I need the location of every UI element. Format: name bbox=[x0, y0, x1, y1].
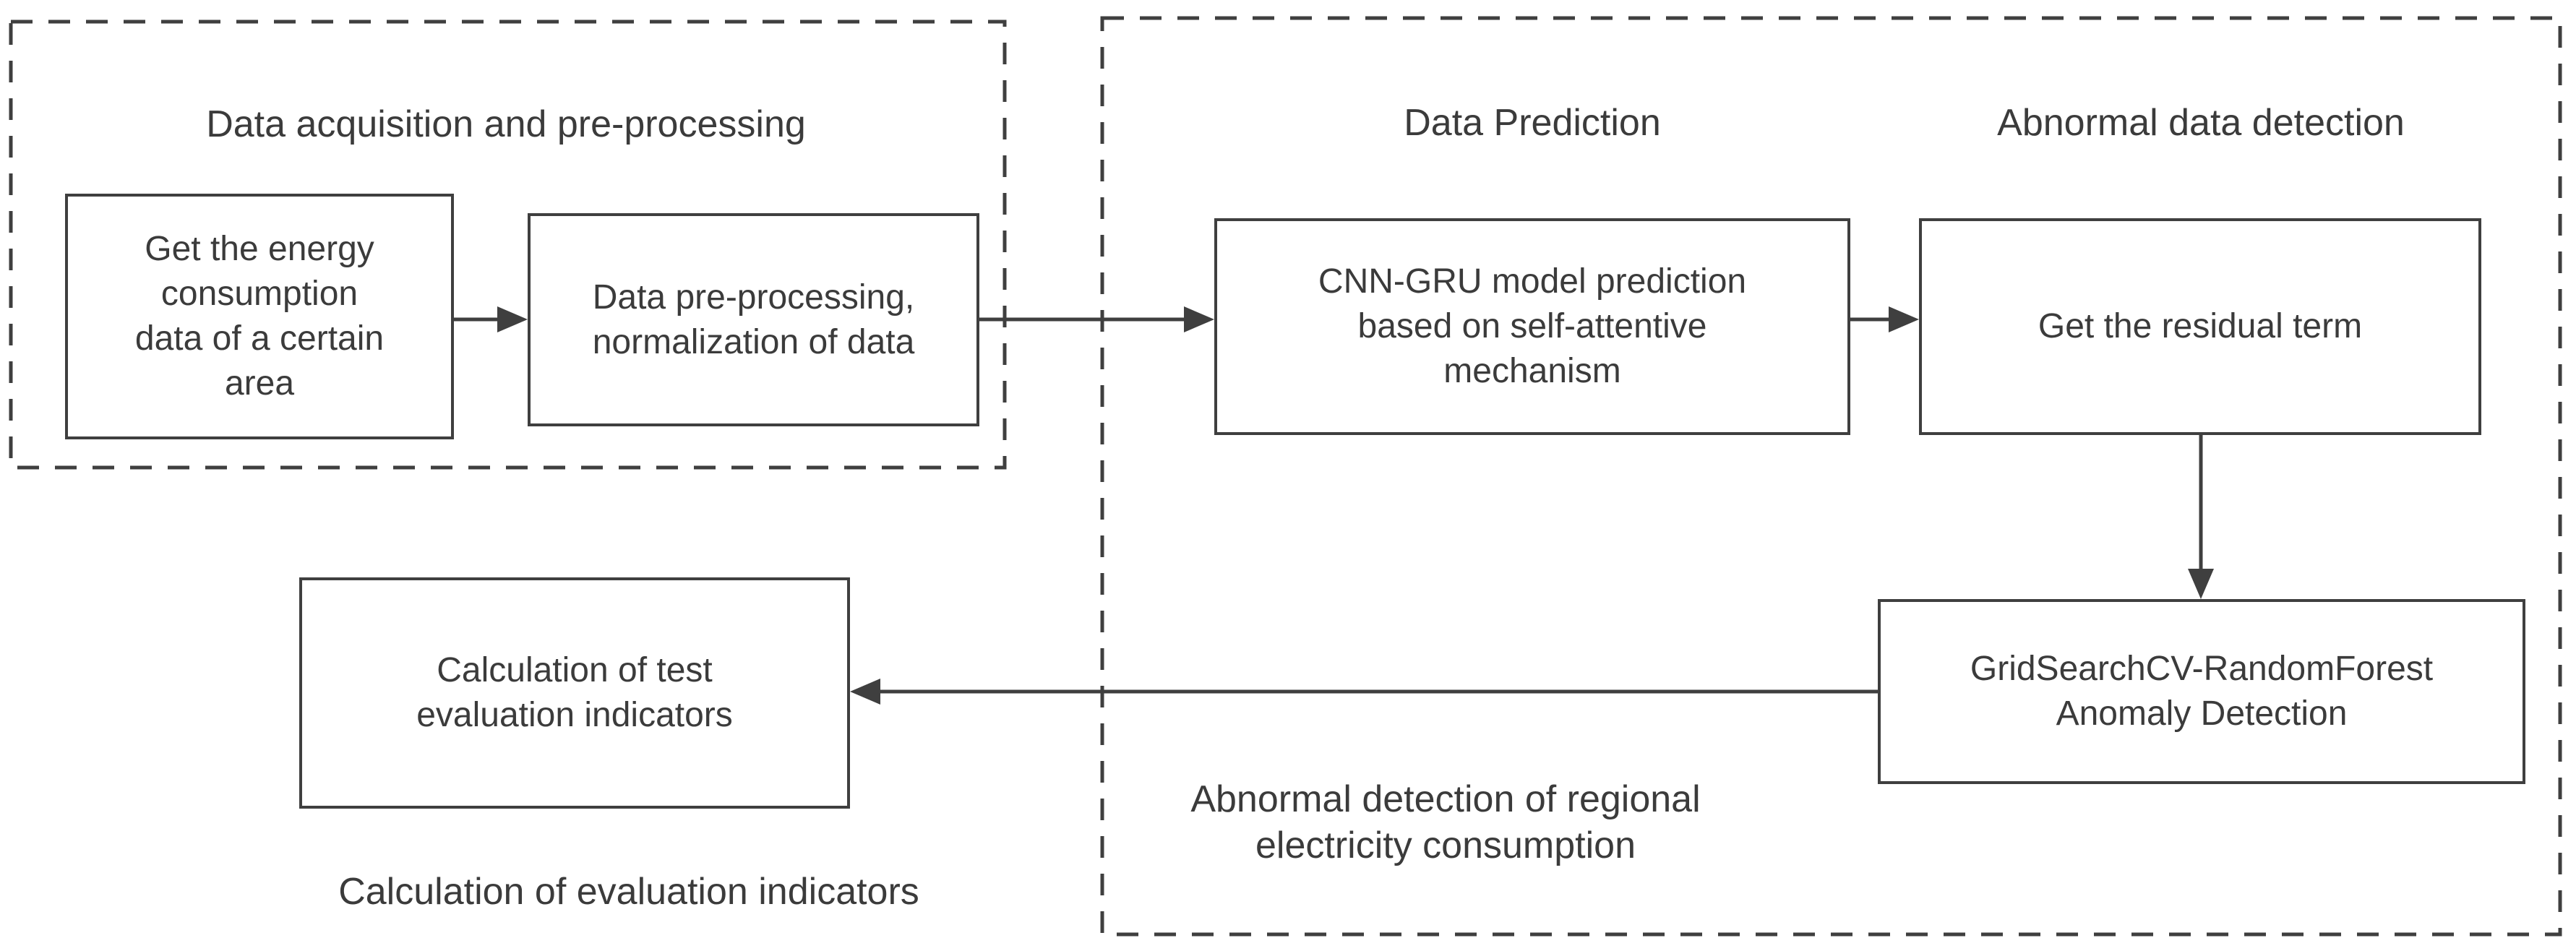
caption-line: Abnormal detection of regional bbox=[1190, 778, 1701, 820]
box-text-line: Get the residual term bbox=[2038, 307, 2363, 345]
box-text-line: CNN-GRU model prediction bbox=[1318, 262, 1747, 301]
box-text-line: Data pre-processing, bbox=[592, 277, 915, 317]
box-text-line: based on self-attentive bbox=[1357, 307, 1707, 345]
box-text-line: mechanism bbox=[1443, 352, 1621, 390]
flow-box-cnn-gru: CNN-GRU model prediction based on self-a… bbox=[1214, 218, 1850, 435]
flow-box-preprocess: Data pre-processing, normalization of da… bbox=[528, 213, 979, 426]
flow-box-residual: Get the residual term bbox=[1919, 218, 2481, 435]
group-title-abnormal-detection: Abnormal data detection bbox=[1997, 102, 2405, 144]
caption-evaluation-indicators: Calculation of evaluation indicators bbox=[338, 871, 919, 913]
box-text-line: Calculation of test bbox=[437, 651, 713, 689]
box-text-line: normalization of data bbox=[592, 322, 915, 361]
arrowhead-energy-to-preprocess bbox=[497, 306, 528, 332]
group-title-data-prediction: Data Prediction bbox=[1404, 102, 1661, 144]
caption-abnormal-regional: Abnormal detection of regional electrici… bbox=[1084, 776, 1807, 869]
flow-box-get-energy: Get the energy consumption data of a cer… bbox=[65, 194, 454, 439]
dashed-group-acquisition bbox=[9, 20, 1007, 470]
arrowhead-gridsearch-to-calc bbox=[850, 679, 880, 705]
box-text-line: evaluation indicators bbox=[416, 696, 733, 734]
group-title-acquisition: Data acquisition and pre-processing bbox=[206, 103, 806, 145]
arrowhead-preprocess-to-cnn bbox=[1184, 306, 1214, 332]
dashed-group-detection bbox=[1100, 16, 2562, 937]
box-text-line: Get the energy bbox=[145, 230, 374, 268]
arrowhead-residual-to-gridsearch bbox=[2188, 569, 2214, 599]
box-text-line: area bbox=[224, 364, 295, 403]
box-text-line: Anomaly Detection bbox=[2056, 694, 2348, 733]
caption-line: electricity consumption bbox=[1255, 825, 1636, 866]
box-text-line: GridSearchCV-RandomForest bbox=[1970, 650, 2434, 688]
flow-box-calc-test: Calculation of test evaluation indicator… bbox=[299, 577, 850, 809]
flow-box-gridsearch: GridSearchCV-RandomForest Anomaly Detect… bbox=[1878, 599, 2525, 784]
arrowhead-cnn-to-residual bbox=[1889, 306, 1919, 332]
box-text-line: consumption bbox=[160, 275, 359, 313]
box-text-line: data of a certain bbox=[134, 319, 385, 358]
